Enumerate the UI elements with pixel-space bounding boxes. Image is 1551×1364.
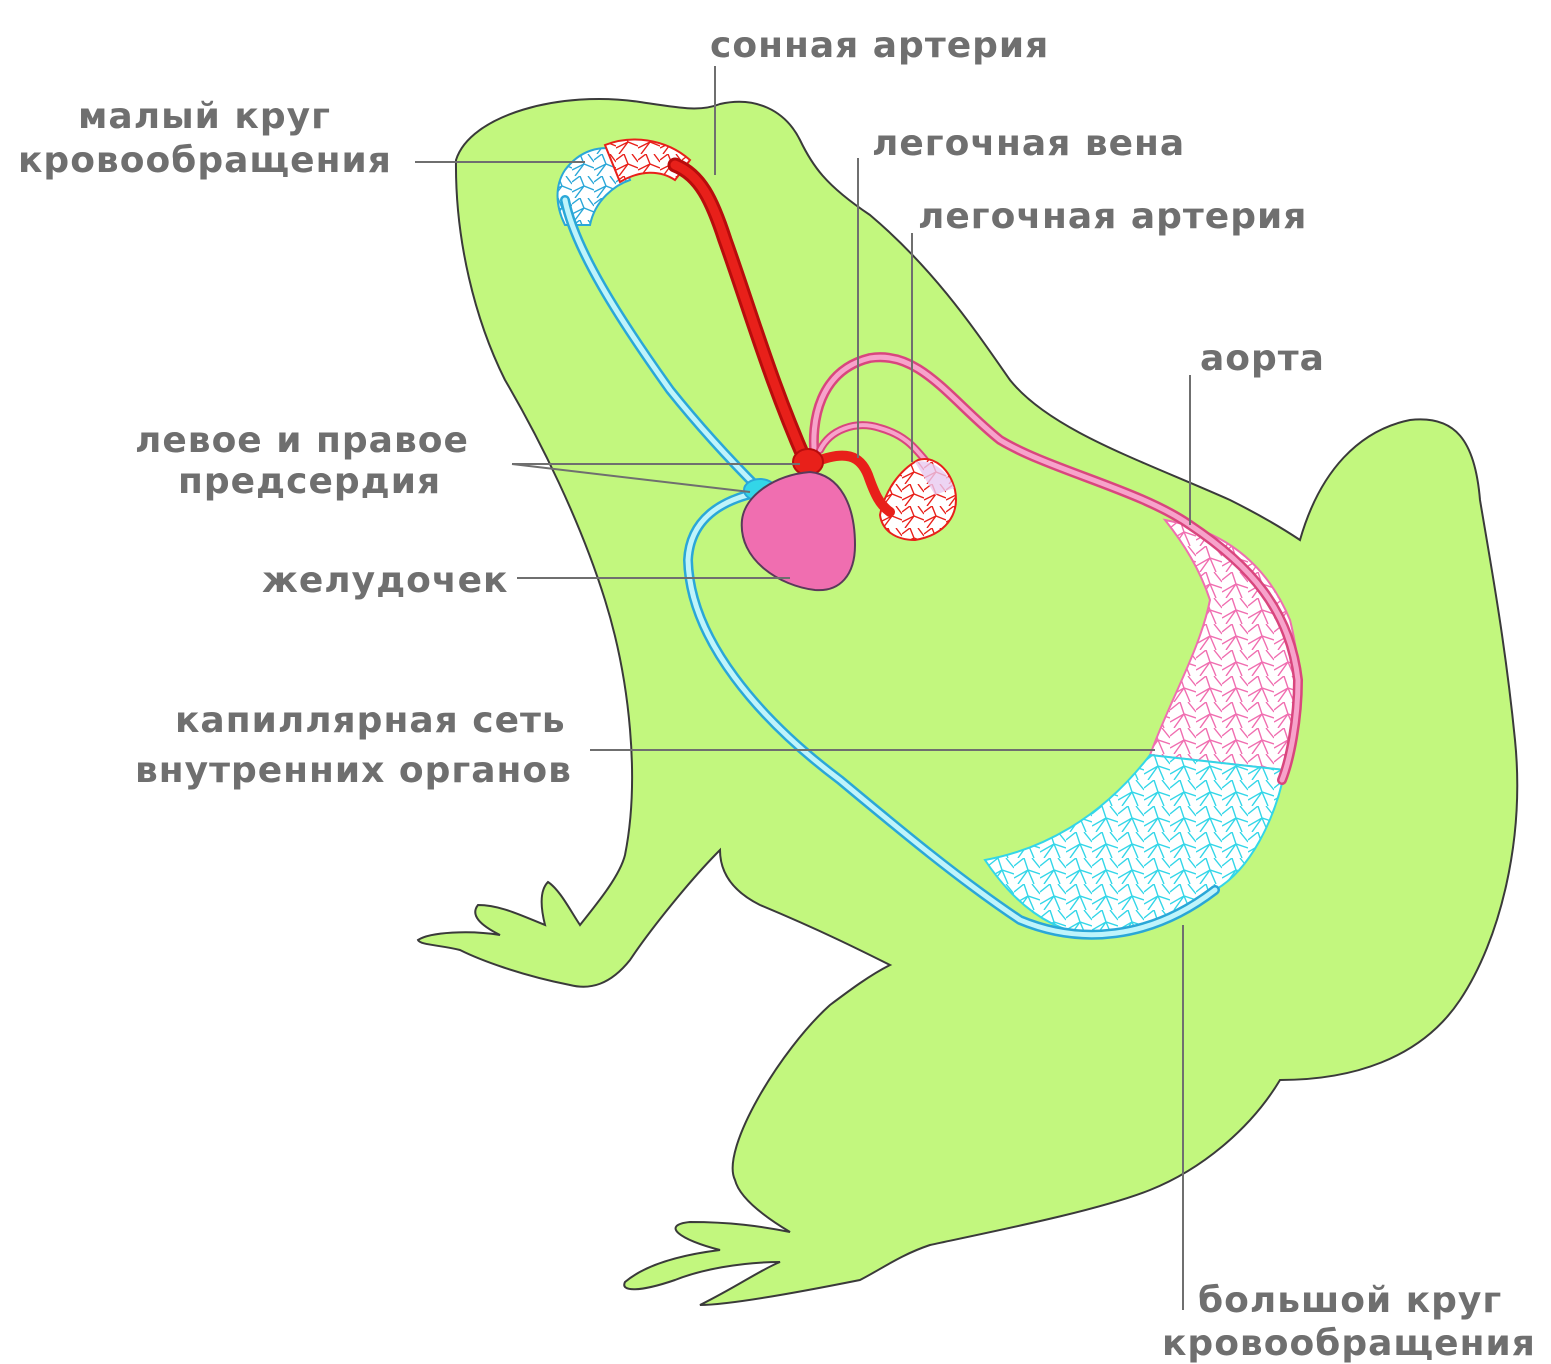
left-atrium (793, 449, 823, 475)
label-ventricle: желудочек (262, 560, 508, 601)
label-pulmonary-circulation-2: кровообращения (18, 140, 392, 181)
label-atria-1: левое и правое (135, 420, 469, 461)
label-capillary-1: капиллярная сеть (175, 700, 566, 741)
frog-body (418, 99, 1517, 1305)
label-pulmonary-artery: легочная артерия (918, 196, 1307, 237)
label-aorta: аорта (1200, 338, 1325, 379)
label-carotid-artery: сонная артерия (710, 25, 1049, 66)
label-pulmonary-vein: легочная вена (872, 123, 1185, 164)
label-capillary-2: внутренних органов (135, 750, 572, 791)
label-systemic-circulation-1: большой круг (1198, 1280, 1502, 1321)
label-systemic-circulation-2: кровообращения (1162, 1323, 1536, 1364)
label-atria-2: предсердия (178, 461, 441, 502)
label-pulmonary-circulation-1: малый круг (78, 96, 331, 137)
